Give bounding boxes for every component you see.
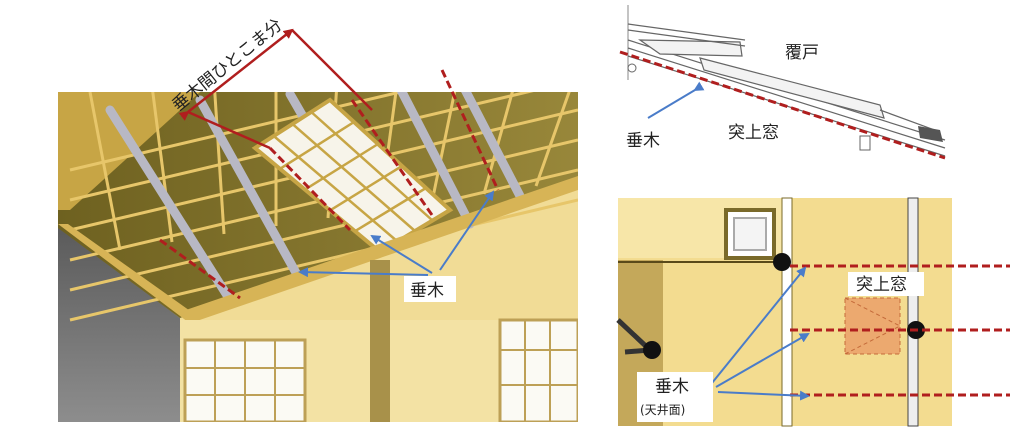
skylight-muntin — [310, 111, 434, 222]
hinge-left — [627, 63, 637, 73]
skylight-muntin — [279, 120, 355, 170]
rafter-pointer-section — [647, 81, 705, 119]
rafter-plan-label-box — [637, 372, 713, 422]
shoji-window-right — [498, 318, 578, 422]
left-wall-shadow — [58, 225, 180, 422]
ceiling-surface-label: (天井面) — [640, 403, 685, 417]
plan-post — [781, 197, 793, 427]
post — [370, 260, 390, 422]
skylight-muntin — [272, 135, 399, 243]
rafter-highlights — [159, 69, 500, 300]
ceiling-lattice-line — [482, 92, 514, 195]
ceiling-lattice-line — [151, 92, 174, 243]
rafter-label-plan: 垂木 — [655, 377, 689, 397]
ridge-cap — [918, 126, 943, 142]
interior-perspective — [58, 92, 578, 422]
skylight-plan-label-box — [848, 272, 924, 296]
ceiling-lattice-line — [430, 92, 457, 203]
corner-beam — [58, 92, 200, 210]
support-block — [859, 135, 871, 151]
plan-node-top — [773, 253, 791, 271]
skylight-label-plan: 突上窓 — [856, 275, 907, 295]
rafter-label-box — [404, 276, 456, 302]
ceiling-lattice-crossline — [69, 168, 578, 292]
ceiling-lattice-line — [88, 92, 122, 251]
skylight-muntin — [291, 123, 416, 232]
roof-section-diagram — [619, 5, 946, 160]
rafter — [396, 92, 475, 229]
rafter-label-section: 垂木 — [626, 131, 660, 151]
skylight-plan-box — [844, 297, 901, 355]
rafter-label-main: 垂木 — [410, 281, 444, 301]
skylight-muntin — [329, 164, 403, 212]
skylight-muntin — [354, 186, 427, 233]
skylight-muntin — [304, 142, 379, 191]
rafter — [461, 92, 525, 201]
plan-node-left — [643, 341, 661, 359]
rafter-line-section — [619, 50, 946, 160]
cover-door-label: 覆戸 — [785, 43, 819, 63]
edge-beam-left — [58, 224, 200, 322]
skylight-lattice — [272, 111, 434, 243]
ceiling-lattice-crossline — [69, 198, 578, 322]
skylight-label-section: 突上窓 — [728, 123, 779, 143]
span-indicator — [178, 28, 373, 150]
plan-frame-right — [907, 197, 919, 427]
rafter — [195, 95, 305, 285]
rafter — [105, 105, 235, 305]
rafter-pointers-left — [298, 190, 495, 278]
